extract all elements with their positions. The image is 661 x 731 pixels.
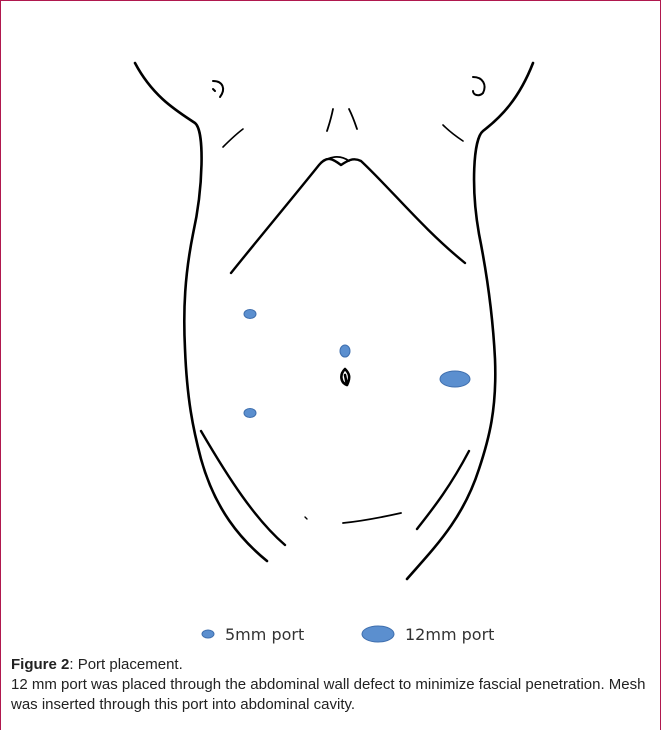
port-5mm-upper-left: [244, 310, 256, 319]
right-shoulder-line: [407, 63, 533, 579]
figure-title: : Port placement.: [69, 656, 182, 673]
right-nipple: [473, 77, 485, 95]
port-12mm-right: [440, 371, 470, 387]
legend-label-12mm: 12mm port: [405, 625, 494, 644]
legend-label-5mm: 5mm port: [225, 625, 304, 644]
ribcage-arch: [231, 159, 465, 273]
navel: [341, 369, 349, 385]
small-port-icon: [201, 629, 215, 639]
figure-number: Figure 2: [11, 656, 69, 673]
pubic-curve: [343, 513, 401, 523]
port-5mm-lower-left: [244, 409, 256, 418]
figure-caption: Figure 2: Port placement. 12 mm port was…: [11, 655, 656, 715]
left-pectoral-line: [223, 129, 243, 147]
large-port-icon: [361, 624, 395, 644]
left-nipple: [213, 81, 223, 97]
legend-item-12mm: 12mm port: [361, 619, 494, 649]
right-pectoral-line: [443, 125, 463, 141]
sternum-left: [327, 109, 333, 131]
torso-drawing: [105, 19, 575, 619]
left-groin-line: [201, 431, 285, 545]
caption-title: Figure 2: Port placement.: [11, 655, 656, 675]
torso-illustration: 5mm port 12mm port: [105, 19, 575, 639]
port-5mm-umbilical: [340, 345, 350, 357]
caption-body: 12 mm port was placed through the abdomi…: [11, 675, 656, 715]
legend-item-5mm: 5mm port: [201, 619, 304, 649]
sternum-right: [349, 109, 357, 129]
right-groin-line: [417, 451, 469, 529]
port-markers: [244, 310, 470, 418]
legend: 5mm port 12mm port: [105, 619, 575, 649]
small-mark: [305, 517, 307, 519]
